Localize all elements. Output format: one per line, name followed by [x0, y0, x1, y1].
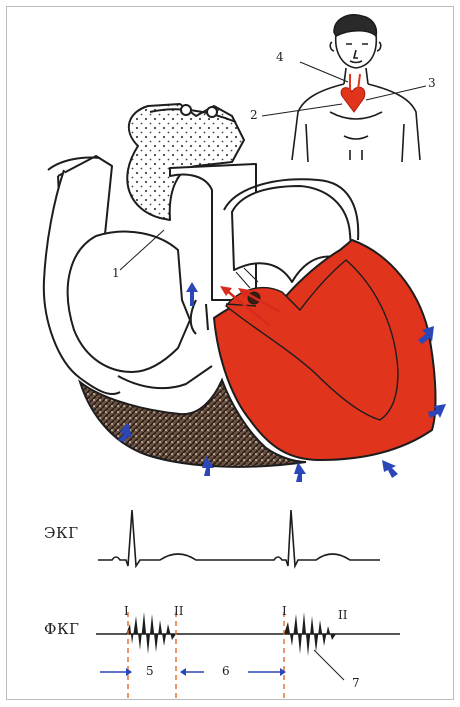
person-figure: [262, 15, 426, 162]
label-7: 7: [352, 676, 360, 690]
pcg-burst-1: [126, 612, 176, 654]
pcg-burst-2: [284, 612, 336, 656]
pointer-line-4: [300, 62, 348, 82]
pointer-line-7: [314, 650, 344, 680]
label-4: 4: [276, 50, 284, 64]
ecg-label: ЭКГ: [44, 524, 79, 542]
label-6: 6: [222, 664, 230, 678]
pointer-line-3: [366, 86, 426, 100]
tone-label-first-1: I: [124, 604, 129, 618]
outflow-arrow-blue: [186, 282, 198, 306]
label-3: 3: [428, 76, 436, 90]
person-hair: [334, 15, 376, 36]
tone-label-second-2: II: [338, 608, 347, 622]
label-5: 5: [146, 664, 154, 678]
label-2: 2: [250, 108, 258, 122]
person-heart: [341, 87, 365, 112]
pcg-label: ФКГ: [44, 620, 80, 638]
label-1: 1: [112, 266, 120, 280]
tone-label-second-1: II: [174, 604, 183, 618]
tone-label-first-2: I: [282, 604, 287, 618]
right-ventricle: [68, 232, 190, 372]
ecg-trace: [98, 510, 380, 566]
